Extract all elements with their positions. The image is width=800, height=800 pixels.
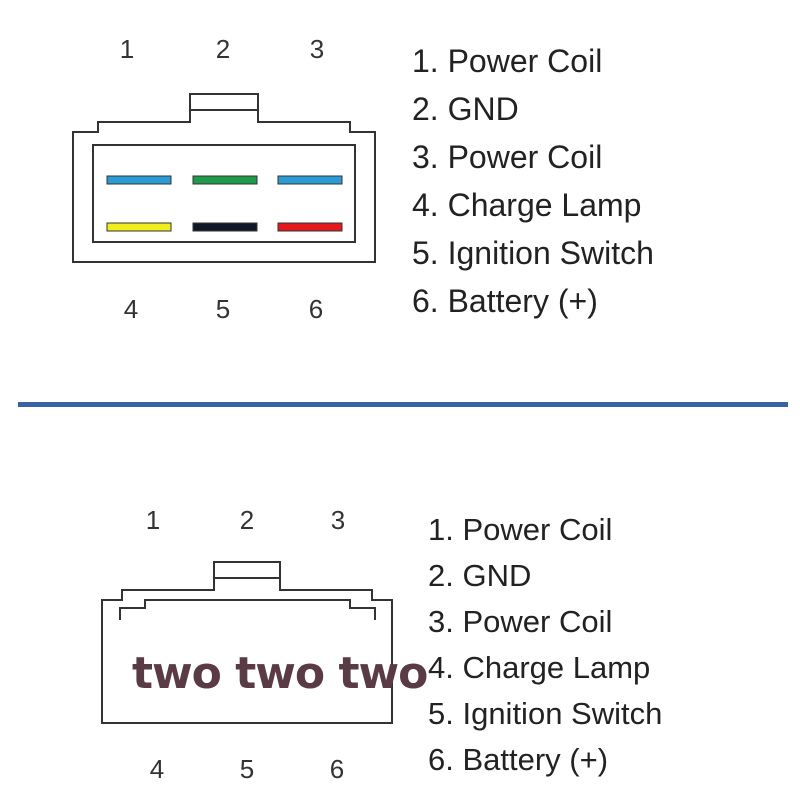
pin-number-1: 1 bbox=[119, 34, 135, 64]
legend-item-4: 4. Charge Lamp bbox=[428, 650, 651, 685]
pin-3-wire bbox=[277, 175, 343, 185]
legend-item-5: 5. Ignition Switch bbox=[412, 235, 654, 271]
pin-6-wire bbox=[277, 222, 343, 232]
pin-number-6: 6 bbox=[308, 294, 324, 324]
pin-number-4: 4 bbox=[149, 754, 165, 784]
pin-number-1: 1 bbox=[145, 505, 161, 535]
pin-number-2: 2 bbox=[215, 34, 231, 64]
overlay-text: two two two bbox=[132, 648, 428, 699]
legend-item-1: 1. Power Coil bbox=[428, 512, 613, 547]
pin-4-wire bbox=[106, 222, 172, 232]
legend-item-5: 5. Ignition Switch bbox=[428, 696, 663, 731]
pin-1-wire bbox=[106, 175, 172, 185]
pin-number-6: 6 bbox=[329, 754, 345, 784]
connector-cavity bbox=[92, 144, 356, 243]
legend-item-4: 4. Charge Lamp bbox=[412, 187, 642, 223]
top-connector-diagram bbox=[72, 93, 376, 263]
pin-number-3: 3 bbox=[309, 34, 325, 64]
connector-cavity-top bbox=[119, 599, 376, 620]
bottom-connector-panel: 1 2 3 4 5 6 two two two 1. Power Coil 2.… bbox=[0, 410, 800, 800]
section-divider bbox=[18, 402, 788, 407]
pin-5-wire bbox=[192, 222, 258, 232]
legend-item-6: 6. Battery (+) bbox=[428, 742, 609, 777]
bottom-connector-diagram bbox=[101, 561, 393, 724]
legend-item-2: 2. GND bbox=[428, 558, 532, 593]
legend-item-3: 3. Power Coil bbox=[412, 139, 603, 175]
pin-number-4: 4 bbox=[123, 294, 139, 324]
connector-housing bbox=[72, 93, 376, 263]
pin-legend: 1. Power Coil 2. GND 3. Power Coil 4. Ch… bbox=[412, 37, 654, 325]
top-connector-panel: 1 2 3 4 5 6 1. Power Coil 2. GND 3. Powe… bbox=[72, 34, 654, 325]
pin-number-5: 5 bbox=[215, 294, 231, 324]
legend-item-6: 6. Battery (+) bbox=[412, 283, 598, 319]
pin-number-5: 5 bbox=[239, 754, 255, 784]
pin-legend: 1. Power Coil 2. GND 3. Power Coil 4. Ch… bbox=[428, 507, 662, 783]
pin-number-3: 3 bbox=[330, 505, 346, 535]
pin-2-wire bbox=[192, 175, 258, 185]
connector-housing bbox=[101, 561, 393, 724]
legend-item-2: 2. GND bbox=[412, 91, 519, 127]
pin-number-2: 2 bbox=[239, 505, 255, 535]
legend-item-1: 1. Power Coil bbox=[412, 43, 603, 79]
legend-item-3: 3. Power Coil bbox=[428, 604, 613, 639]
